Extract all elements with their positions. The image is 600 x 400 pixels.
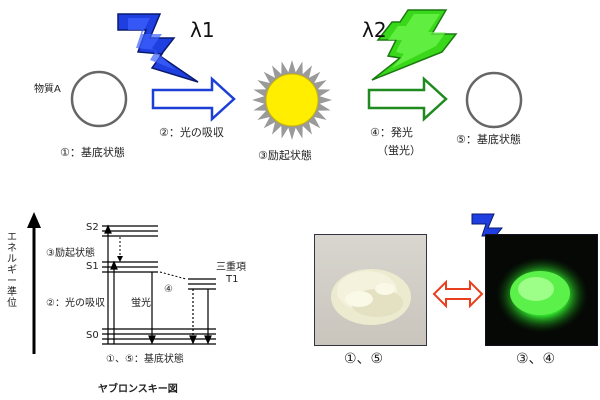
green-lightning-icon xyxy=(371,9,458,81)
swap-double-arrow-icon xyxy=(432,279,484,309)
ground-state-return-circle xyxy=(465,71,523,129)
phosphorescence-arrows xyxy=(189,289,212,345)
fluorescence-label: 蛍光 xyxy=(131,298,151,309)
white-powder-image xyxy=(331,269,411,325)
glowing-powder-image xyxy=(496,257,588,333)
right-photo-caption: ③、④ xyxy=(516,351,556,367)
jablonski-caption: ヤブロンスキー図 xyxy=(98,384,178,395)
lambda2-label: λ2 xyxy=(362,18,387,42)
excited-state-label: ③励起状態 xyxy=(46,248,95,259)
step2-label: ②：光の吸収 xyxy=(159,126,224,139)
substance-label: 物質A xyxy=(34,84,61,95)
absorption-arrow-icon xyxy=(151,76,236,122)
absorption-label: ②：光の吸収 xyxy=(46,298,105,309)
step5-label: ⑤：基底状態 xyxy=(456,133,521,146)
phosphorescence-number-label: ④ xyxy=(164,284,173,295)
s2-label: S2 xyxy=(86,222,99,233)
s0-levels xyxy=(102,328,216,345)
ground-state-circle xyxy=(70,70,128,128)
s2-levels xyxy=(102,225,158,237)
fluorescence-arrow xyxy=(148,272,156,345)
s0-label: S0 xyxy=(86,330,99,341)
absorption-arrows xyxy=(104,224,118,344)
photo-excited-state xyxy=(485,234,598,346)
t1-levels xyxy=(188,278,216,290)
blue-lightning-icon xyxy=(117,13,199,83)
t1-label: T1 xyxy=(226,274,239,285)
intersystem-crossing-arrow xyxy=(159,271,187,280)
photo-ground-state xyxy=(314,234,427,346)
energy-axis-label: エネルギー準位 xyxy=(7,232,17,309)
s1-levels xyxy=(102,261,158,273)
lambda1-label: λ1 xyxy=(190,18,215,42)
step4-sub-label: （蛍光） xyxy=(377,144,421,157)
left-photo-caption: ①、⑤ xyxy=(344,351,384,367)
sun-icon xyxy=(252,60,332,140)
ground-state-label: ①、⑤：基底状態 xyxy=(106,354,184,365)
triplet-label: 三重項 xyxy=(216,262,246,273)
energy-axis-arrow xyxy=(27,212,41,354)
internal-conversion-arrow xyxy=(117,237,123,262)
step4-label: ④：発光 xyxy=(370,126,413,139)
step1-label: ①：基底状態 xyxy=(60,146,125,159)
step3-label: ③励起状態 xyxy=(258,149,312,162)
emission-arrow-icon xyxy=(367,76,448,122)
s1-label: S1 xyxy=(86,261,99,272)
